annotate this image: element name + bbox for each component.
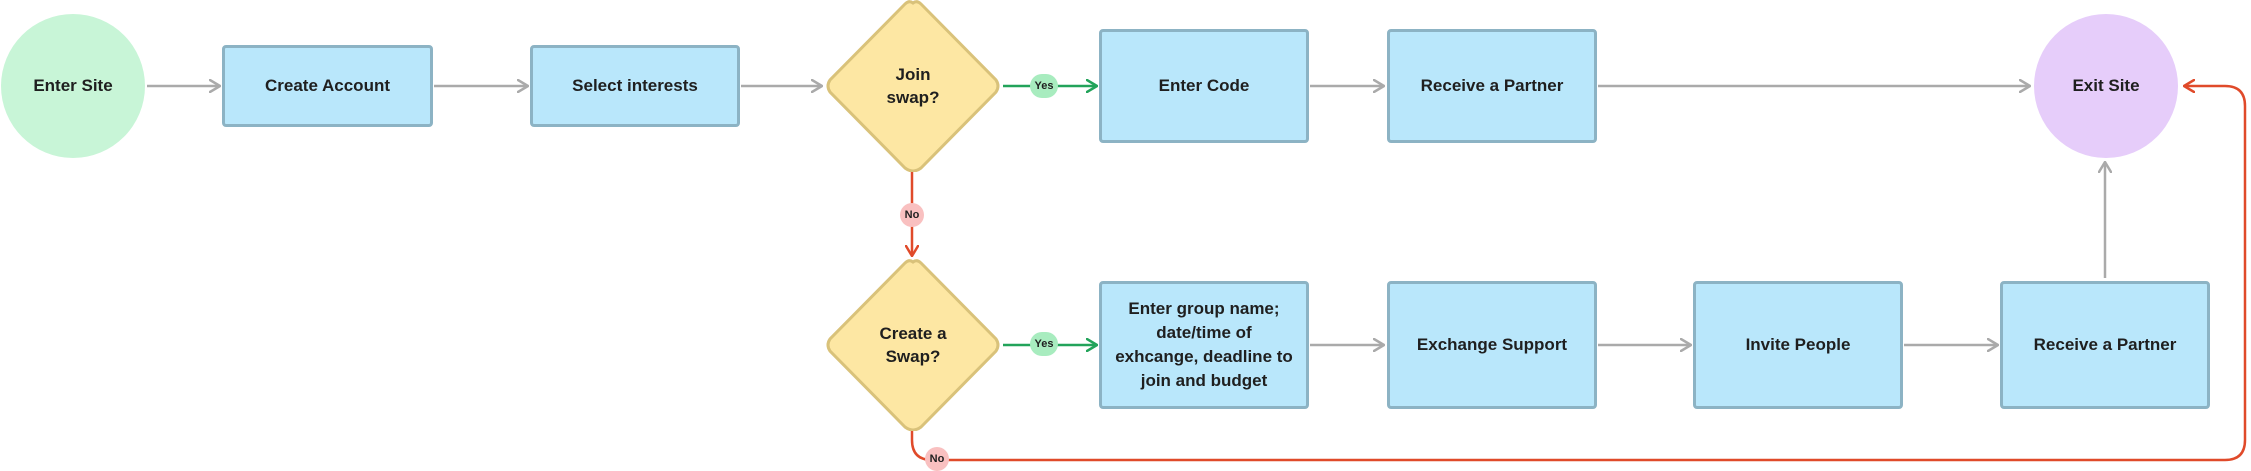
create-account-label: Create Account — [264, 76, 390, 95]
receive-partner-top-node: Receive a Partner — [1387, 29, 1597, 143]
join-swap-no-badge: No — [900, 203, 924, 227]
join-swap-no-label: No — [904, 209, 920, 221]
join-swap-decision: Join swap? — [824, 0, 1002, 172]
receive-partner-bottom-label: Receive a Partner — [2033, 335, 2177, 354]
create-account-node: Create Account — [222, 45, 433, 127]
enter-code-label: Enter Code — [1158, 76, 1250, 95]
exchange-support-label: Exchange Support — [1416, 335, 1568, 354]
exit-site-node: Exit Site — [2034, 14, 2178, 158]
create-swap-line-1: Create a — [879, 324, 947, 343]
exchange-support-node: Exchange Support — [1387, 281, 1597, 409]
create-swap-line-2: Swap? — [885, 347, 941, 366]
select-interests-node: Select interests — [530, 45, 740, 127]
enter-group-line-1: Enter group name; — [1128, 299, 1280, 318]
enter-group-line-4: join and budget — [1140, 371, 1268, 390]
receive-partner-bottom-node: Receive a Partner — [2000, 281, 2210, 409]
join-swap-line-2: swap? — [886, 88, 940, 107]
select-interests-label: Select interests — [572, 76, 698, 95]
receive-partner-top-label: Receive a Partner — [1420, 76, 1564, 95]
create-swap-no-badge: No — [925, 447, 949, 471]
arrow-create-swap-no-to-exit — [910, 86, 2247, 462]
enter-group-node: Enter group name; date/time of exhcange,… — [1099, 281, 1309, 409]
create-swap-text: Create a Swap? — [824, 259, 1002, 431]
join-swap-diamond-shape — [826, 0, 1000, 172]
join-swap-line-1: Join — [895, 65, 931, 84]
enter-code-node: Enter Code — [1099, 29, 1309, 143]
create-swap-decision: Create a Swap? — [824, 259, 1002, 431]
join-swap-yes-badge: Yes — [1030, 74, 1058, 98]
enter-site-label: Enter Site — [33, 76, 113, 95]
create-swap-yes-label: Yes — [1034, 338, 1054, 350]
exit-site-label: Exit Site — [2072, 76, 2140, 95]
create-swap-no-label: No — [929, 453, 945, 465]
invite-people-label: Invite People — [1745, 335, 1851, 354]
enter-site-node: Enter Site — [1, 14, 145, 158]
create-swap-diamond-shape — [826, 259, 1000, 431]
invite-people-node: Invite People — [1693, 281, 1903, 409]
join-swap-text: Join swap? — [824, 0, 1002, 172]
create-swap-yes-badge: Yes — [1030, 332, 1058, 356]
join-swap-yes-label: Yes — [1034, 80, 1054, 92]
enter-group-line-2: date/time of — [1156, 323, 1252, 342]
enter-group-line-3: exhcange, deadline to — [1115, 347, 1293, 366]
